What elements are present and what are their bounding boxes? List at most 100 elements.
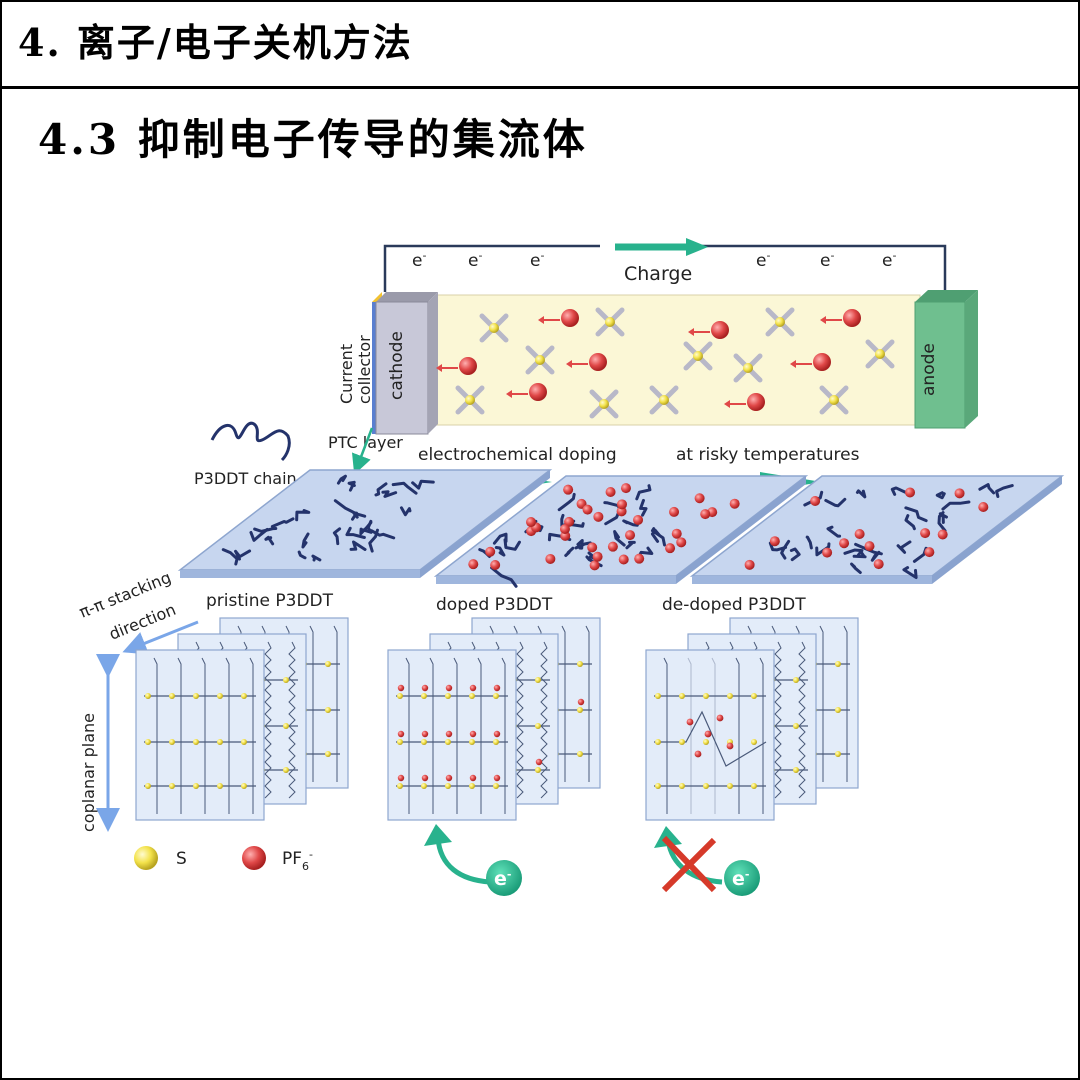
dopant-ion: [545, 554, 555, 564]
sulfur-atom: [325, 707, 331, 713]
electron-label: e-: [882, 249, 896, 271]
dopant-ion: [398, 731, 404, 737]
stack-dedoped: [646, 618, 858, 820]
legend-sulfur-label: S: [176, 849, 187, 869]
sulfur-atom: [577, 751, 583, 757]
sulfur-atom: [217, 783, 223, 789]
dopant-ion: [422, 775, 428, 781]
sulfur-atom: [793, 677, 799, 683]
dopant-ion: [608, 542, 618, 552]
dopant-ion: [494, 731, 500, 737]
dopant-ion: [634, 554, 644, 564]
trapped-ion: [727, 743, 734, 750]
film-edge: [436, 576, 676, 584]
dopant-ion: [665, 543, 675, 553]
pristine-label: pristine P3DDT: [206, 591, 334, 611]
electron-label: e-: [412, 249, 426, 271]
anion-core: [599, 399, 609, 409]
stack-sheet: [136, 650, 264, 820]
dopant-ion: [468, 559, 478, 569]
sulfur-atom: [421, 783, 427, 789]
doped-label: doped P3DDT: [436, 595, 553, 615]
sulfur-atom: [535, 723, 541, 729]
anion-core: [693, 351, 703, 361]
trapped-ion: [695, 751, 702, 758]
charge-label: Charge: [624, 263, 692, 285]
electron-label: e-: [756, 249, 770, 271]
dopant-ion: [398, 685, 404, 691]
sulfur-atom: [535, 767, 541, 773]
dopant-ion: [606, 487, 616, 497]
dopant-ion: [619, 554, 629, 564]
sulfur-atom: [835, 707, 841, 713]
stack-sheet: [388, 650, 516, 820]
sulfur-atom: [655, 783, 661, 789]
dopant-ion: [494, 685, 500, 691]
dopant-ion: [924, 547, 934, 557]
dopant-ion: [633, 515, 643, 525]
sulfur-atom: [727, 783, 733, 789]
cation-ball: [747, 393, 765, 411]
sulfur-atom: [241, 693, 247, 699]
sulfur-atom: [493, 783, 499, 789]
dopant-ion: [955, 488, 965, 498]
sulfur-atom: [145, 783, 151, 789]
sulfur-atom: [283, 723, 289, 729]
dopant-ion: [578, 699, 584, 705]
sulfur-atom: [535, 677, 541, 683]
sulfur-atom: [193, 739, 199, 745]
dopant-ion: [536, 759, 542, 765]
dopant-ion: [446, 731, 452, 737]
stack-pristine: [136, 618, 348, 820]
anion-core: [875, 349, 885, 359]
sulfur-atom: [703, 783, 709, 789]
sulfur-atom: [169, 693, 175, 699]
sulfur-atom: [169, 783, 175, 789]
electron-label: e-: [820, 249, 834, 271]
sulfur-atom: [169, 739, 175, 745]
dopant-ion: [470, 731, 476, 737]
step-label-doping: electrochemical doping: [418, 445, 617, 465]
dedoped-label: de-doped P3DDT: [662, 595, 806, 615]
electron-label: e-: [468, 249, 482, 271]
electron-label: e-: [530, 249, 544, 271]
sulfur-atom: [445, 783, 451, 789]
anion-core: [743, 363, 753, 373]
anion-core: [489, 323, 499, 333]
dopant-ion: [700, 509, 710, 519]
trapped-ion: [705, 731, 712, 738]
sulfur-atom: [703, 693, 709, 699]
sheet-panel: [136, 650, 264, 820]
sulfur-atom: [193, 693, 199, 699]
charge-arrow-head: [686, 238, 708, 256]
coplanar-plane-label: coplanar plane: [79, 713, 98, 832]
legend-pf6-marker: [242, 846, 266, 870]
dopant-ion: [398, 775, 404, 781]
dopant-ion: [560, 524, 570, 534]
dopant-ion: [920, 528, 930, 538]
film-edge: [692, 576, 932, 584]
sulfur-atom: [679, 693, 685, 699]
dopant-ion: [676, 537, 686, 547]
sulfur-atom: [751, 693, 757, 699]
battery-cell: Charge e- e- e- e- e- e- cathode Current…: [337, 236, 978, 434]
dopant-ion: [770, 536, 780, 546]
sulfur-atom: [835, 661, 841, 667]
legend-pf6-label: PF6-: [282, 848, 313, 873]
sulfur-atom: [655, 739, 661, 745]
electron-flow-blocked: e-: [654, 826, 760, 896]
sulfur-atom: [241, 783, 247, 789]
sulfur-atom: [445, 739, 451, 745]
sulfur-atom: [655, 693, 661, 699]
sulfur-atom: [793, 767, 799, 773]
dopant-ion: [422, 685, 428, 691]
sulfur-atom: [445, 693, 451, 699]
anion-core: [465, 395, 475, 405]
dopant-ion: [470, 685, 476, 691]
dopant-ion: [730, 499, 740, 509]
anion-core: [605, 317, 615, 327]
p3ddt-chain-label: P3DDT chain: [194, 469, 297, 488]
cation-ball: [589, 353, 607, 371]
sulfur-atom: [793, 723, 799, 729]
